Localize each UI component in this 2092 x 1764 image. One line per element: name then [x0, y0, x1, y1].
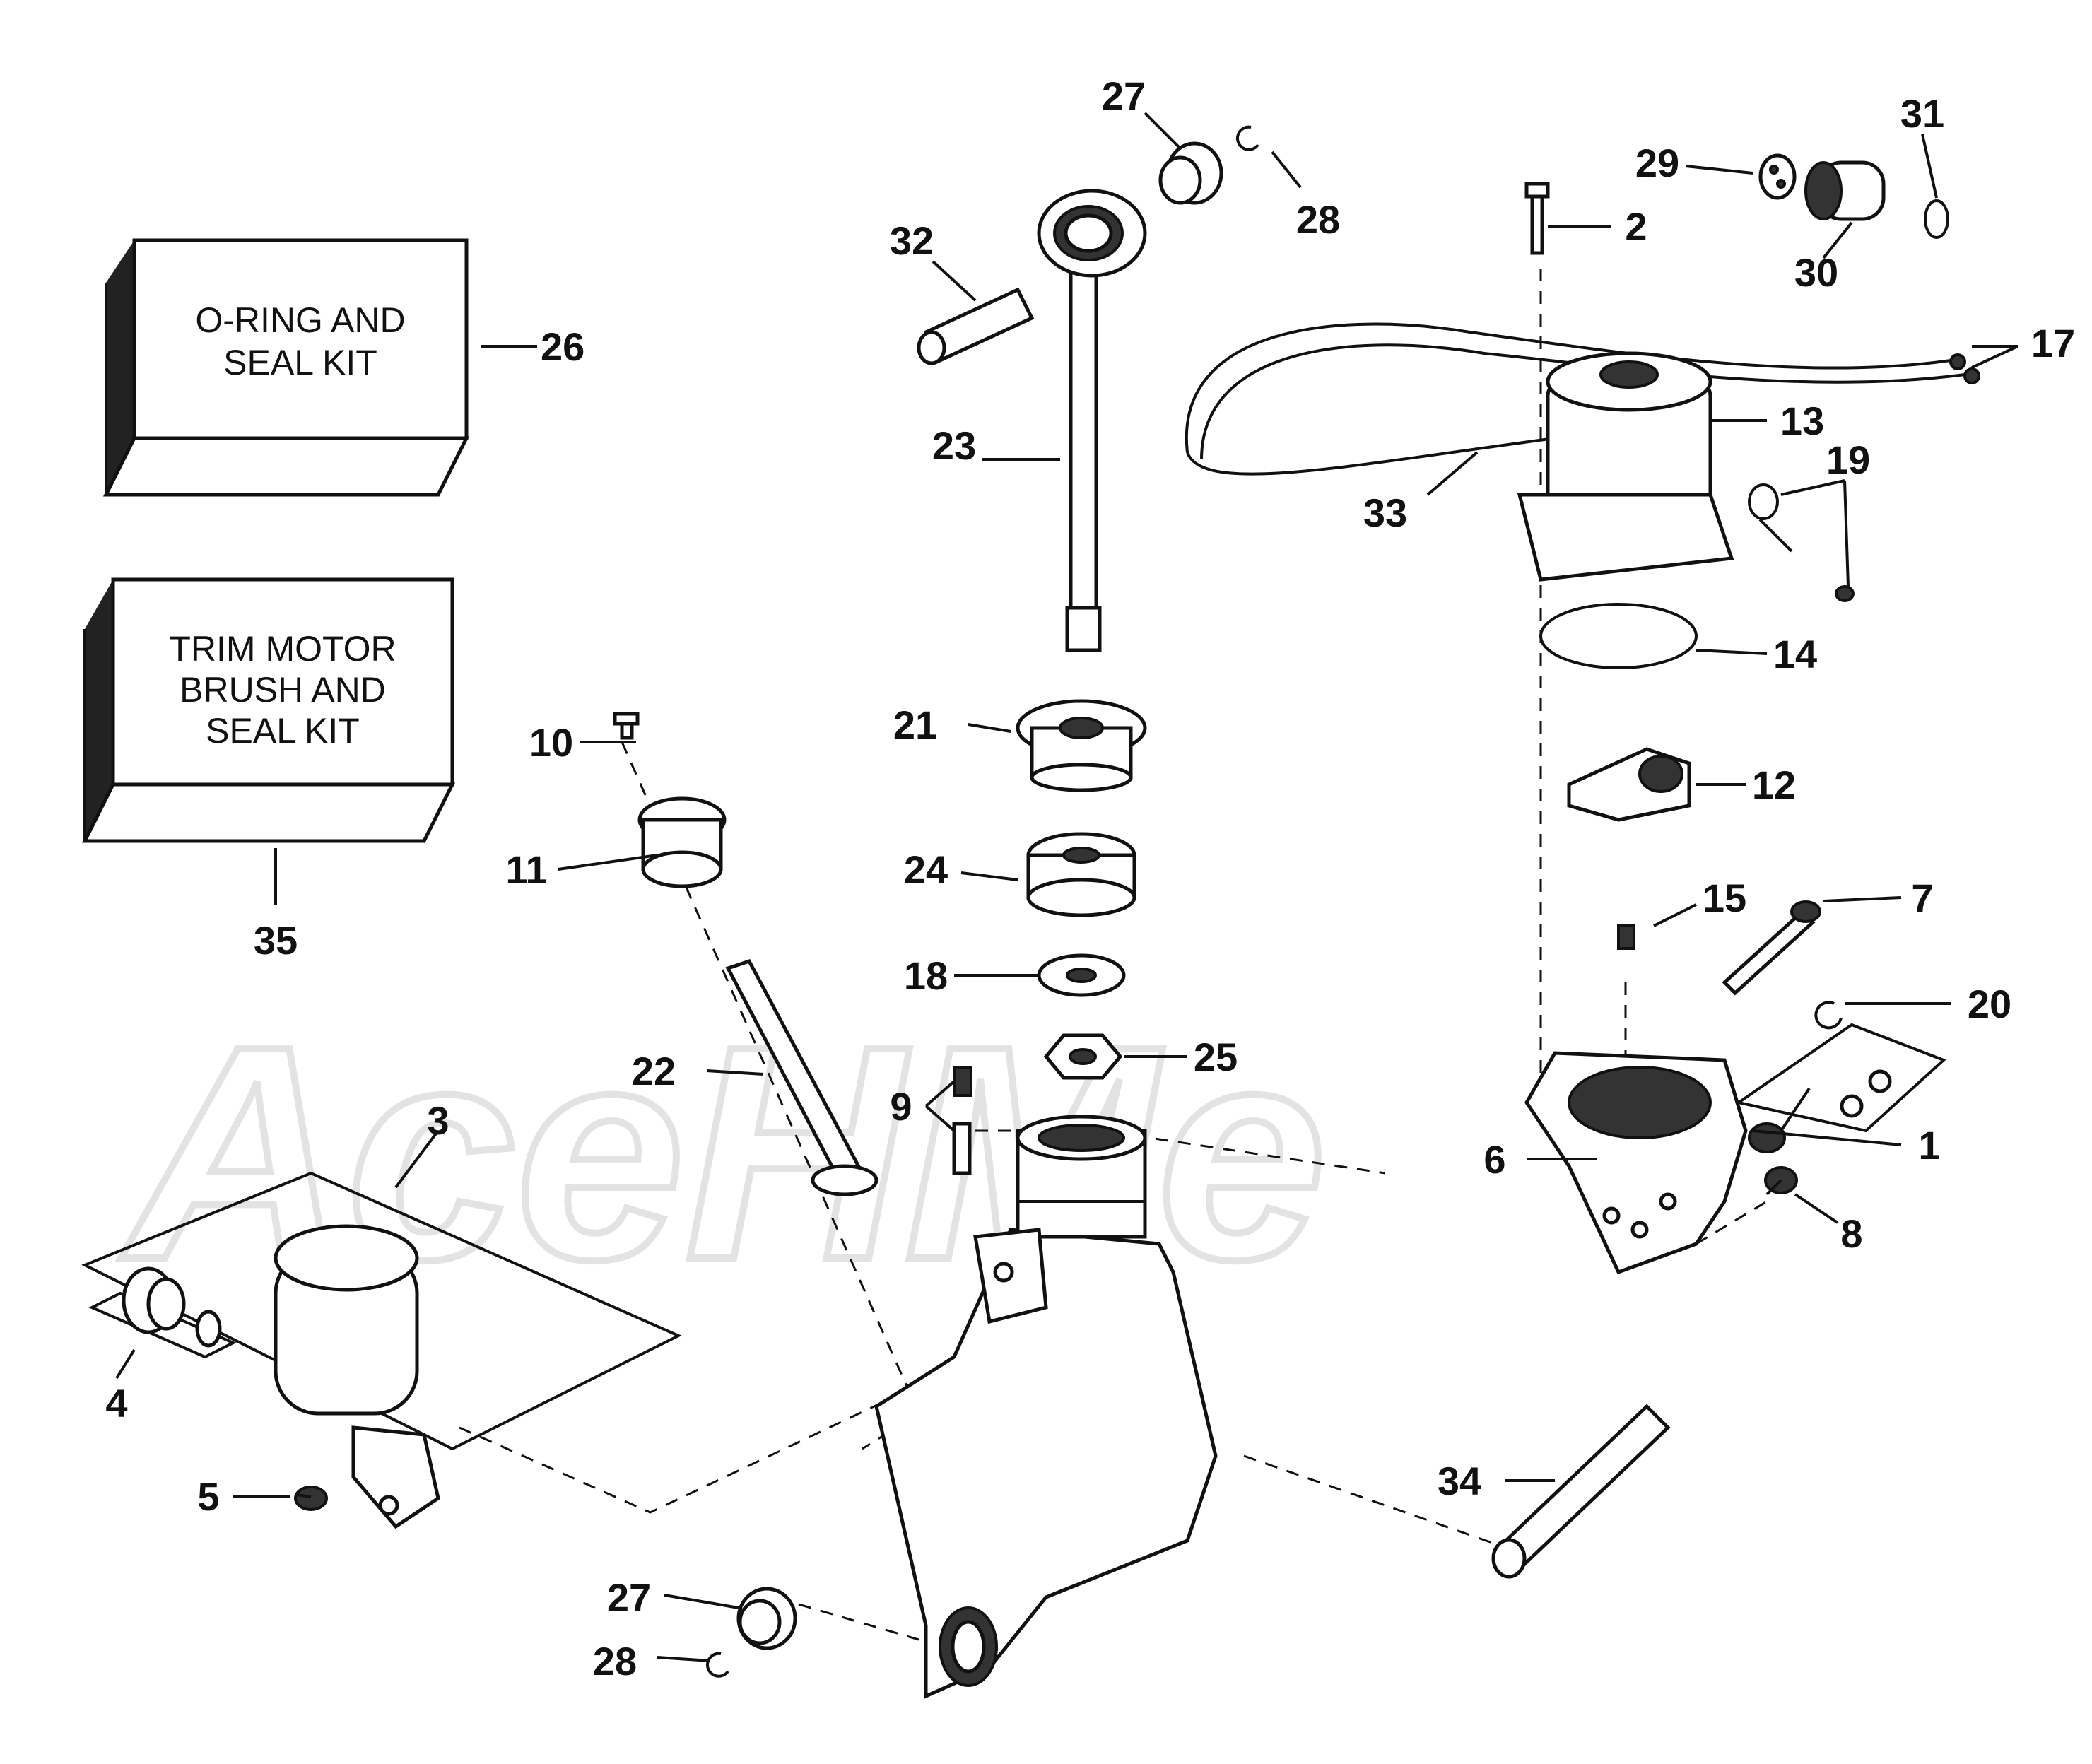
seal-kit-line2: SEAL KIT: [223, 343, 377, 382]
callout-35: 35: [254, 918, 298, 963]
motor-wires-part-33: [1185, 322, 1980, 476]
callout-1: 1: [1918, 1123, 1940, 1168]
callout-15: 15: [1703, 876, 1746, 920]
callout-19: 19: [1826, 437, 1870, 482]
pin-part-34: [1491, 1404, 1671, 1579]
callout-17: 17: [2031, 321, 2075, 365]
callout-13: 13: [1780, 399, 1824, 443]
ring-part-28-top: [1236, 125, 1259, 151]
callout-14: 14: [1773, 632, 1817, 676]
bushing-part-27-top: [1158, 141, 1223, 205]
callout-2: 2: [1625, 204, 1647, 249]
part-15-valve: [1617, 924, 1635, 950]
callout-5: 5: [197, 1474, 219, 1519]
callout-24: 24: [904, 847, 948, 892]
callout-7: 7: [1911, 876, 1933, 920]
callout-9: 9: [890, 1084, 912, 1129]
oring-part-14: [1539, 603, 1698, 669]
gland-part-21: [1016, 699, 1147, 792]
callout-28-bottom: 28: [593, 1639, 637, 1683]
part-19-clip: [1748, 483, 1855, 602]
callout-18: 18: [904, 953, 948, 998]
callout-10: 10: [529, 720, 573, 765]
callout-33: 33: [1363, 490, 1407, 535]
brush-kit-line3: SEAL KIT: [206, 711, 360, 751]
screw-part-8: [1764, 1166, 1798, 1196]
callout-20: 20: [1968, 982, 2011, 1026]
screw-part-5: [294, 1486, 328, 1511]
callout-29: 29: [1635, 141, 1679, 185]
trim-motor-part-13: [1517, 351, 1734, 582]
callout-32: 32: [890, 218, 934, 263]
callout-27-bottom: 27: [607, 1575, 651, 1620]
screw-part-2: [1524, 182, 1550, 255]
screw-part-10: [613, 712, 640, 740]
brush-kit-line1: TRIM MOTOR: [169, 629, 396, 669]
callout-11: 11: [505, 847, 547, 892]
callout-labels: 27 28 2 29 30 31 32 13 17 23 33 19 14 21…: [105, 74, 2075, 1683]
nut-part-25: [1043, 1033, 1123, 1080]
trim-cylinder-body: [874, 1115, 1218, 1699]
callout-26: 26: [541, 324, 584, 369]
filter-part-4: [88, 1266, 237, 1359]
piston-rod-part-23: [1037, 189, 1147, 652]
part-12-cap: [1567, 747, 1691, 822]
callout-27-top: 27: [1102, 74, 1146, 118]
plug-part-11: [637, 796, 727, 888]
part-31-oring: [1924, 199, 1949, 239]
brush-kit-box: TRIM MOTOR BRUSH AND SEAL KIT: [81, 577, 456, 843]
callout-8: 8: [1840, 1211, 1862, 1256]
pin-part-32: [917, 287, 1035, 365]
callout-28-top: 28: [1296, 197, 1340, 242]
seal-kit-line1: O-RING AND: [195, 300, 405, 340]
leader-lines: [115, 112, 2018, 1662]
callout-30: 30: [1794, 250, 1838, 295]
screw-part-7: [1722, 900, 1821, 996]
ring-part-28-bottom: [706, 1652, 729, 1678]
callout-25: 25: [1194, 1035, 1238, 1079]
ring-part-20: [1814, 1001, 1843, 1030]
piston-part-24: [1026, 832, 1136, 917]
seal-kit-box: O-RING AND SEAL KIT: [102, 238, 470, 497]
callout-23: 23: [932, 423, 976, 468]
callout-3: 3: [427, 1098, 449, 1143]
reservoir-assembly: [81, 1171, 682, 1529]
brush-kit-line2: BRUSH AND: [180, 670, 386, 710]
callout-21: 21: [893, 702, 937, 747]
callout-22: 22: [632, 1049, 676, 1093]
pump-body-part-6: [1524, 1051, 1748, 1275]
tube-part-22: [725, 958, 878, 1196]
bushing-part-27-bottom: [736, 1587, 797, 1650]
callout-6: 6: [1483, 1137, 1505, 1182]
part-30-connector: [1804, 160, 1886, 221]
callout-12: 12: [1752, 763, 1796, 807]
washer-part-18: [1037, 953, 1126, 997]
callout-31: 31: [1900, 91, 1944, 136]
callout-34: 34: [1438, 1459, 1481, 1503]
part-29-grommet: [1758, 153, 1797, 200]
callout-4: 4: [105, 1381, 127, 1425]
